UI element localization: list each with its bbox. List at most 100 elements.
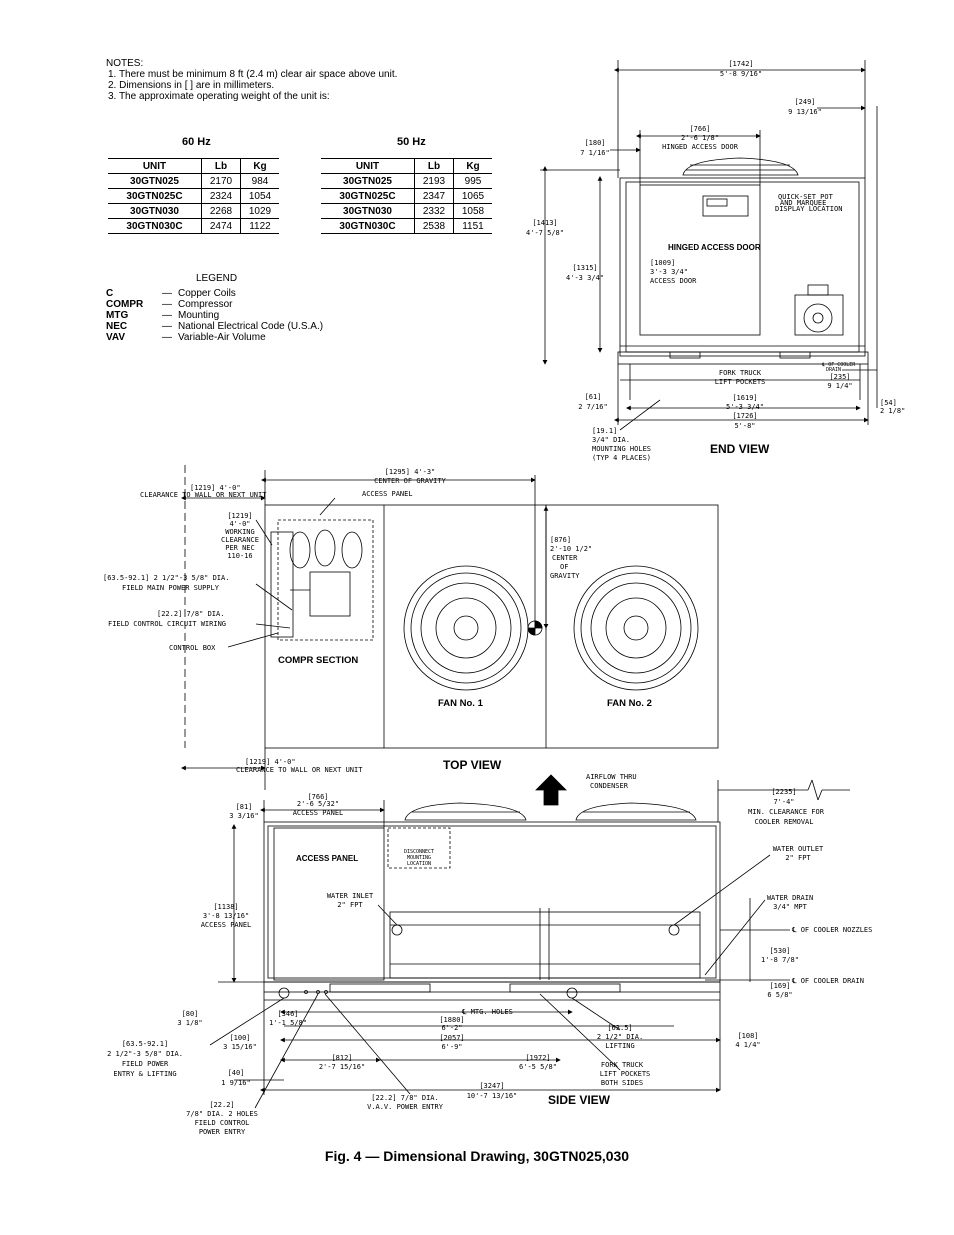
dim-label: [1726] [732, 412, 757, 420]
cell-lb: 2332 [414, 203, 454, 219]
dim-label: [180] [584, 139, 605, 147]
dim-label: 9 1/4" [827, 382, 852, 390]
weight-table-60hz: UNIT Lb Kg 30GTN025 2170 984 30GTN025C 2… [108, 158, 279, 234]
header-lb: Lb [414, 158, 454, 174]
dim-label: [63.5] [607, 1024, 632, 1032]
dim-label: 4'-7 5/8" [526, 229, 564, 237]
dim-label: LIFT POCKETS [600, 1070, 651, 1078]
legend-desc: Copper Coils [178, 288, 236, 299]
table-row: 30GTN025C 2347 1065 [321, 188, 492, 204]
note-1: 1. There must be minimum 8 ft (2.4 m) cl… [108, 69, 398, 80]
cell-lb: 2324 [201, 188, 241, 204]
compr-section-label: COMPR SECTION [278, 655, 358, 666]
dim-label: [2057] [439, 1034, 464, 1042]
cell-lb: 2347 [414, 188, 454, 204]
legend-desc: Compressor [178, 299, 233, 310]
dim-label: 2 1/8" [880, 407, 905, 415]
table-row: 30GTN030 2268 1029 [108, 203, 279, 219]
dim-label: 2 1/2"-3 5/8" DIA. [107, 1050, 183, 1058]
dim-label: LOCATION [407, 861, 431, 867]
dim-label: [19.1] [592, 427, 617, 435]
dim-label: 2'-7 15/16" [319, 1063, 365, 1071]
dim-label: GRAVITY [550, 572, 580, 580]
dim-label: [22.2] 7/8" DIA. [157, 610, 224, 618]
dim-label: CENTER OF GRAVITY [374, 477, 446, 485]
dim-label: LIFT POCKETS [715, 378, 766, 386]
dim-label: CLEARANCE TO WALL OR NEXT UNIT [236, 766, 363, 774]
dim-label: 9 13/16" [788, 108, 822, 116]
dim-label: ℄ OF COOLER [821, 362, 856, 368]
legend-item: C—Copper Coils [106, 288, 236, 299]
cell-unit: 30GTN025C [321, 188, 415, 204]
cell-kg: 995 [453, 173, 492, 189]
cell-lb: 2268 [201, 203, 241, 219]
table-50-title: 50 Hz [397, 136, 426, 148]
dim-label: ACCESS PANEL [362, 490, 413, 498]
dim-label: 3'-8 13/16" [203, 912, 249, 920]
fan-2-label: FAN No. 2 [607, 698, 652, 709]
dim-label: CONDENSER [590, 782, 629, 790]
dim-label: [1219] 4'-0" [190, 484, 241, 492]
dim-label: DRAIN [826, 367, 841, 373]
dim-label: 10'-7 13/16" [467, 1092, 518, 1100]
legend-abbr: VAV [106, 332, 126, 343]
dim-label: [54] [880, 399, 897, 407]
dim-label: 3/4" MPT [773, 903, 808, 911]
table-row: 30GTN025 2170 984 [108, 173, 279, 189]
dim-label: OF [560, 563, 568, 571]
dim-label: CENTER [552, 554, 578, 562]
table-header: UNIT Lb Kg [321, 158, 492, 174]
top-view-title: TOP VIEW [443, 758, 502, 772]
header-kg: Kg [453, 158, 492, 174]
dim-label: [766] [689, 125, 710, 133]
top-view [181, 465, 719, 790]
note-3: 3. The approximate operating weight of t… [108, 91, 330, 102]
dim-label: [100] [229, 1034, 250, 1042]
cell-unit: 30GTN025 [108, 173, 202, 189]
side-view-title: SIDE VIEW [548, 1093, 611, 1107]
dim-label: HINGED ACCESS DOOR [662, 143, 739, 151]
dim-label: [1972] [525, 1054, 550, 1062]
header-unit: UNIT [108, 158, 202, 174]
dim-label: POWER ENTRY [199, 1128, 246, 1136]
dim-label: ACCESS PANEL [201, 921, 252, 929]
cell-lb: 2170 [201, 173, 241, 189]
dim-label: [346] [277, 1010, 298, 1018]
dim-label: MOUNTING [407, 855, 431, 861]
dim-label: PER NEC [225, 544, 255, 552]
dim-label: 6 5/8" [767, 991, 792, 999]
access-panel-label: ACCESS PANEL [296, 854, 358, 863]
dim-label: 3 1/8" [177, 1019, 202, 1027]
dim-label: BOTH SIDES [601, 1079, 643, 1087]
dim-label: WATER INLET [327, 892, 374, 900]
dim-label: [1619] [732, 394, 757, 402]
dim-label: ℄ OF COOLER DRAIN [791, 977, 864, 985]
dim-label: [1315] [572, 264, 597, 272]
dim-label: [3247] [479, 1082, 504, 1090]
dim-label: [530] [769, 947, 790, 955]
cell-unit: 30GTN030 [321, 203, 415, 219]
dim-label: 1 9/16" [221, 1079, 251, 1087]
cell-kg: 1122 [240, 218, 279, 234]
cell-lb: 2193 [414, 173, 454, 189]
dim-label: [169] [769, 982, 790, 990]
cell-unit: 30GTN025 [321, 173, 415, 189]
top-view-labels: [1295] 4'-3" CENTER OF GRAVITY ACCESS PA… [103, 468, 652, 790]
legend-item: VAV—Variable-Air Volume [106, 332, 266, 343]
dim-label: V.A.V. POWER ENTRY [367, 1103, 444, 1111]
cell-kg: 1054 [240, 188, 279, 204]
cell-lb: 2474 [201, 218, 241, 234]
dim-label: ACCESS DOOR [650, 277, 697, 285]
dim-label: WATER OUTLET [773, 845, 824, 853]
dim-label: DISPLAY LOCATION [775, 205, 842, 213]
dim-label: 2'-6 1/8" [681, 134, 719, 142]
notes-block: NOTES: 1. There must be minimum 8 ft (2.… [106, 58, 397, 102]
dim-label: MIN. CLEARANCE FOR [748, 808, 825, 816]
legend-title: LEGEND [196, 273, 238, 284]
weight-table-50hz: UNIT Lb Kg 30GTN025 2193 995 30GTN025C 2… [321, 158, 492, 234]
legend-abbr: C [106, 288, 114, 299]
dim-label: DISCONNECT [404, 849, 434, 855]
dim-label: [108] [737, 1032, 758, 1040]
table-row: 30GTN025C 2324 1054 [108, 188, 279, 204]
dim-label: WATER DRAIN [767, 894, 813, 902]
